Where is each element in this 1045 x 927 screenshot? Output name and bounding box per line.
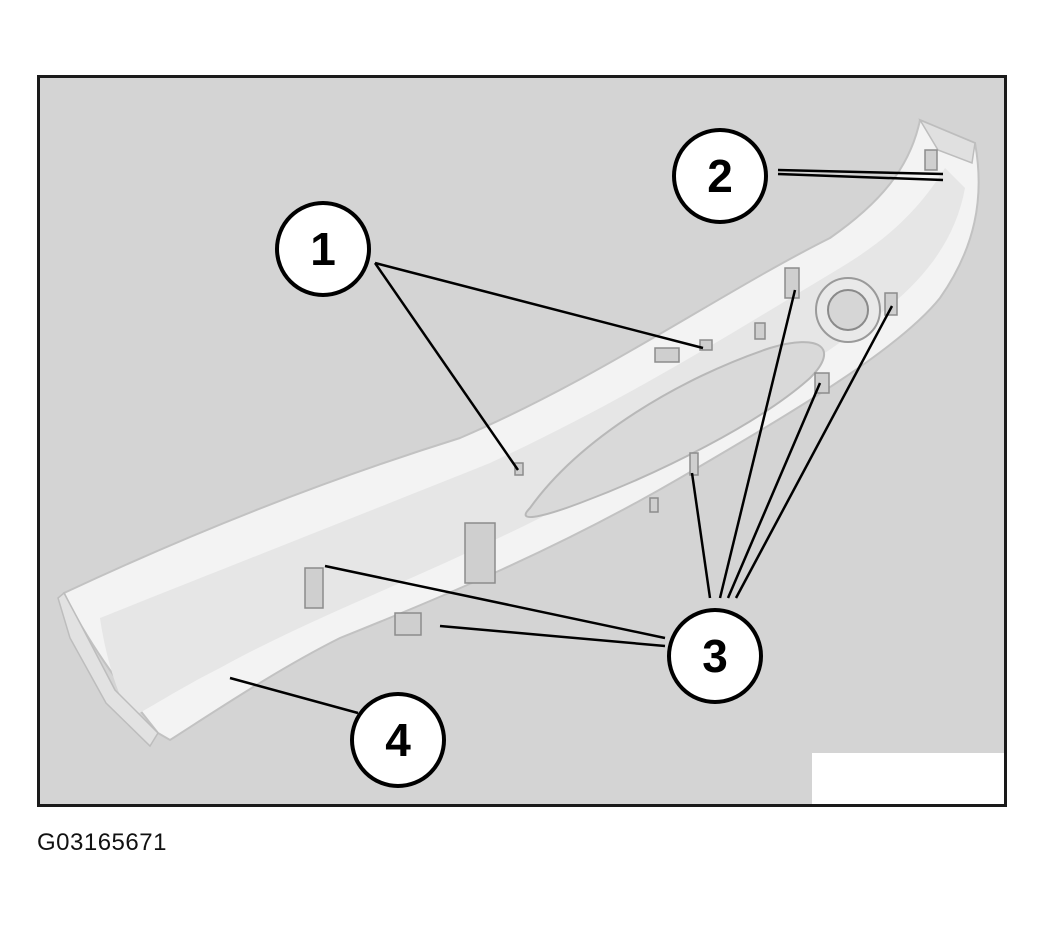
callout-2: 2 (672, 128, 768, 224)
callout-label-2: 2 (707, 150, 733, 202)
corner-white-patch (812, 753, 1004, 804)
diagram-frame: 1 2 3 4 (37, 75, 1007, 807)
leader-lines (229, 168, 944, 715)
callout-label-3: 3 (702, 630, 728, 682)
callout-4: 4 (350, 692, 446, 788)
figure-id-label: G03165671 (37, 829, 167, 856)
callout-label-1: 1 (310, 223, 336, 275)
mounting-clips (304, 149, 938, 636)
round-socket (815, 277, 881, 343)
callout-3: 3 (667, 608, 763, 704)
callout-1: 1 (275, 201, 371, 297)
left-end-flange (57, 591, 159, 748)
right-end-tab (918, 118, 976, 165)
callout-label-4: 4 (385, 714, 411, 766)
part-illustration: 1 2 3 4 (57, 118, 980, 788)
oval-opening (524, 341, 825, 519)
